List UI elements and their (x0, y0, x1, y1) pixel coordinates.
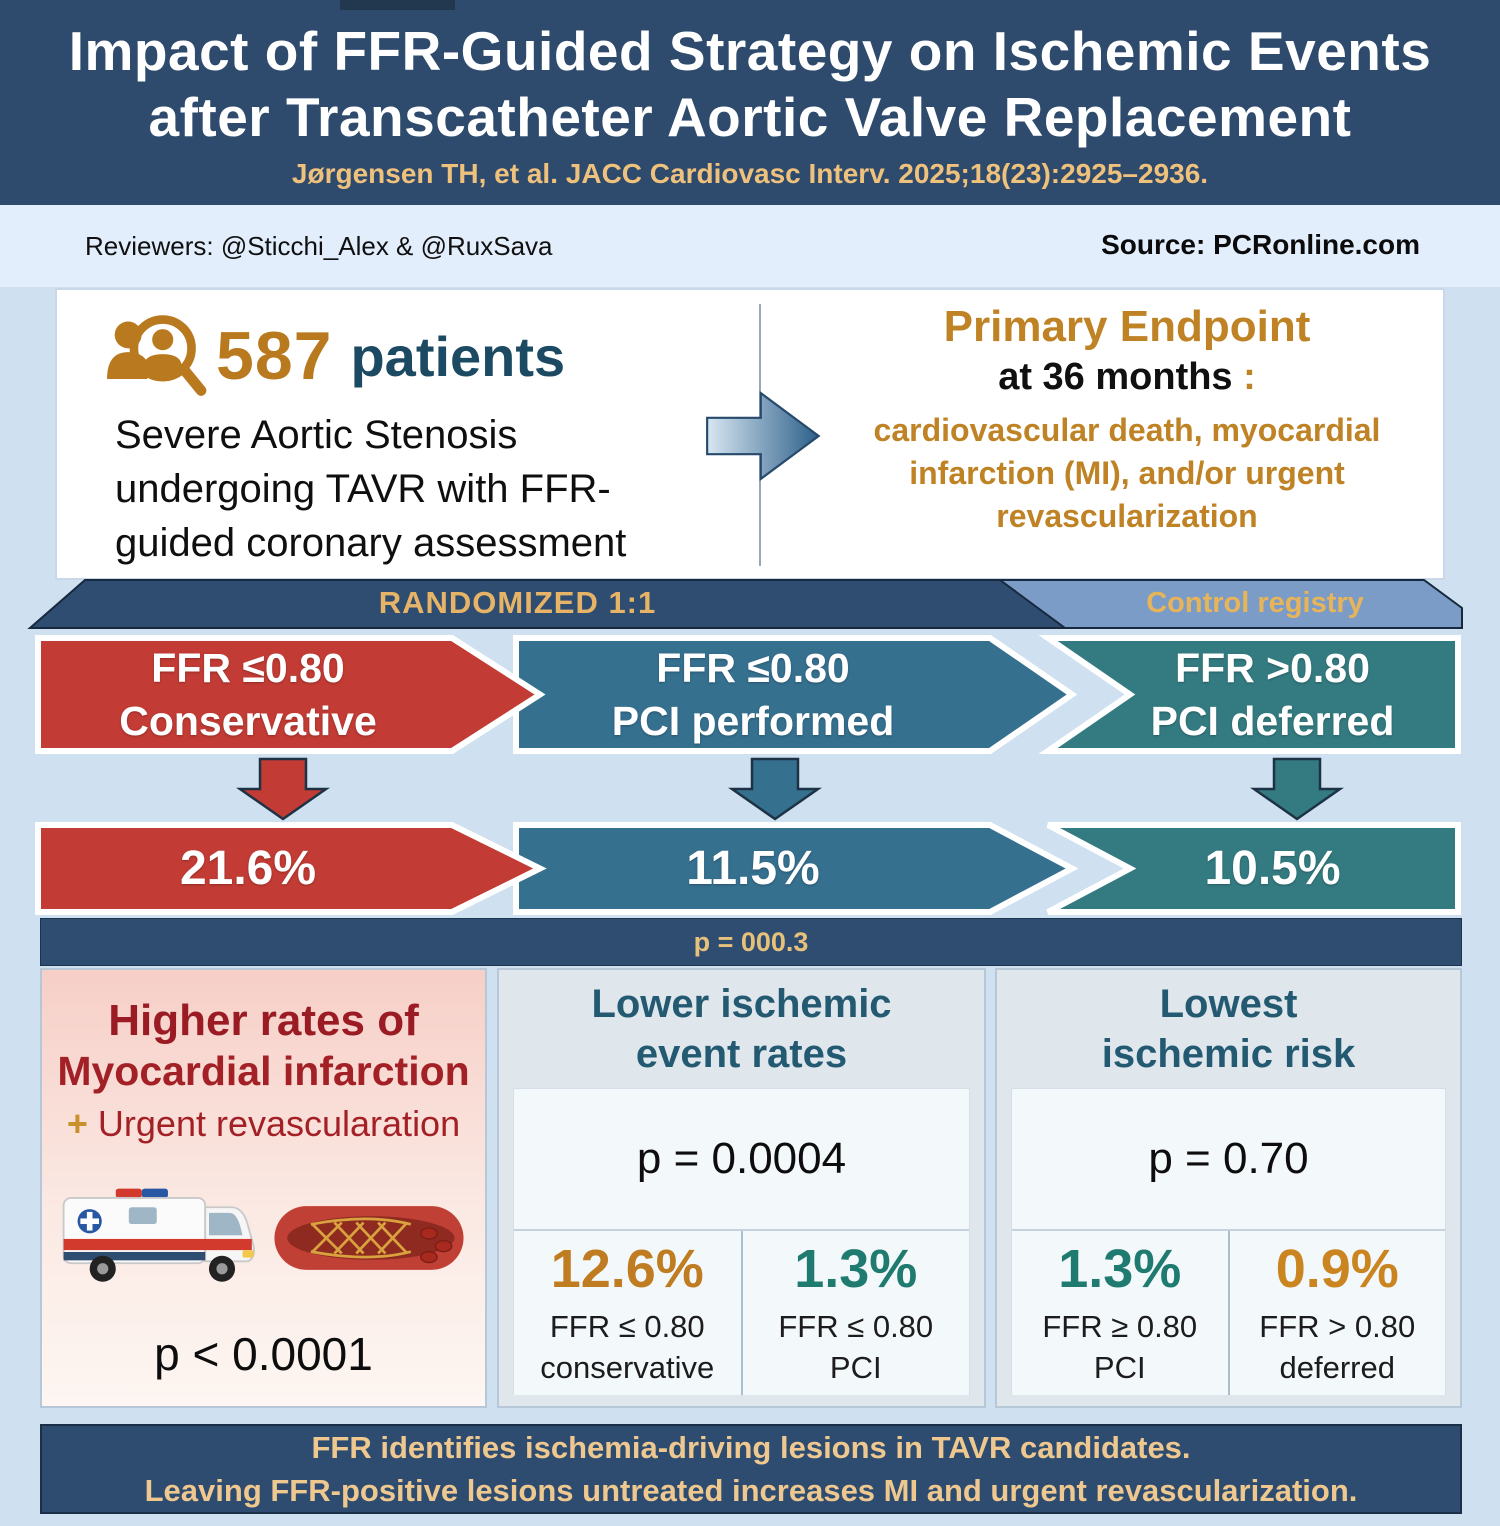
control-registry-label: Control registry (1146, 586, 1364, 619)
event-rate-row: 21.6% 11.5% 10.5% (0, 821, 1500, 916)
endpoint-colon: : (1243, 356, 1256, 398)
panel-body: p = 0.0004 12.6% FFR ≤ 0.80 conservative… (513, 1088, 970, 1395)
panel-title: event rates (635, 1032, 848, 1076)
arm-line: FFR >0.80 (1175, 644, 1370, 691)
patients-count: 587 (216, 318, 333, 394)
top-edge-notch (340, 0, 455, 10)
panel-header: Lower ischemic event rates (499, 970, 984, 1088)
right-arrow-icon (706, 390, 821, 482)
stat-label-line: conservative (540, 1350, 715, 1385)
panel-lower-event-rates: Lower ischemic event rates p = 0.0004 12… (497, 968, 986, 1408)
panel-illustrations (58, 1163, 469, 1313)
stat-label-line: FFR ≤ 0.80 (549, 1309, 705, 1344)
citation: Jørgensen TH, et al. JACC Cardiovasc Int… (291, 158, 1209, 189)
arm-line: FFR ≤0.80 (151, 644, 345, 691)
panel-title: Lowest (1159, 982, 1298, 1026)
stat-value: 12.6% (550, 1239, 704, 1299)
randomization-bar-shapes (27, 579, 1463, 629)
stat-column: 0.9% FFR > 0.80 deferred (1230, 1231, 1446, 1395)
rate-pci-performed: 11.5% (686, 842, 820, 895)
artery-stent-icon (274, 1206, 464, 1270)
header: Impact of FFR-Guided Strategy on Ischemi… (0, 0, 1500, 205)
panel-body: p = 0.70 1.3% FFR ≥ 0.80 PCI 0.9% FFR > … (1011, 1088, 1446, 1395)
stat-column: 12.6% FFR ≤ 0.80 conservative (514, 1231, 743, 1395)
takeaway-line: FFR identifies ischemia-driving lesions … (311, 1430, 1191, 1465)
panel-lowest-risk: Lowest ischemic risk p = 0.70 1.3% FFR ≥… (995, 968, 1462, 1408)
study-description-line: guided coronary assessment (115, 521, 627, 565)
stat-label-line: PCI (1093, 1350, 1146, 1385)
rate-pci-deferred: 10.5% (1204, 842, 1341, 895)
panel-stats: 1.3% FFR ≥ 0.80 PCI 0.9% FFR > 0.80 defe… (1012, 1231, 1445, 1395)
study-description-line: undergoing TAVR with FFR- (115, 467, 611, 511)
study-description: Severe Aortic Stenosis undergoing TAVR w… (115, 408, 626, 570)
arm-pci-performed: FFR ≤0.80 PCI performed (516, 632, 990, 757)
panel-title: Lower ischemic (591, 982, 892, 1026)
stat-value: 1.3% (794, 1239, 918, 1299)
page-title-line2: after Transcatheter Aortic Valve Replace… (148, 86, 1352, 148)
panel-subtitle-text: Urgent revascularation (87, 1103, 461, 1144)
patients-headline: 587 patients (102, 308, 565, 404)
p-value-area: p = 0.0004 (514, 1089, 969, 1231)
primary-endpoint-definition: cardiovascular death, myocardial infarct… (873, 412, 1381, 534)
arm-line: PCI performed (611, 697, 895, 744)
stat-column: 1.3% FFR ≥ 0.80 PCI (1012, 1231, 1230, 1395)
arm-line: FFR ≤0.80 (656, 644, 850, 691)
patients-word: patients (350, 324, 566, 388)
takeaway-banner: FFR identifies ischemia-driving lesions … (40, 1424, 1462, 1514)
primary-endpoint-block: Primary Endpoint at 36 months : cardiova… (817, 302, 1437, 538)
panel-p-value: p = 0.0004 (636, 1134, 847, 1183)
stat-label: FFR > 0.80 deferred (1259, 1306, 1415, 1388)
stat-label: FFR ≤ 0.80 PCI (778, 1306, 933, 1388)
meta-strip: Reviewers: @Sticchi_Alex & @RuxSava Sour… (0, 205, 1500, 287)
rate-conservative: 21.6% (179, 842, 317, 895)
ambulance-icon (62, 1188, 255, 1282)
p-value-area: p = 0.70 (1012, 1089, 1445, 1231)
study-summary-box: 587 patients Severe Aortic Stenosis unde… (55, 288, 1445, 580)
people-search-icon (107, 315, 207, 396)
arm-band-shapes (35, 635, 1461, 754)
endpoint-timepoint-text: at 36 months (998, 356, 1233, 398)
plus-sign: + (66, 1103, 88, 1144)
arm-line: PCI deferred (1150, 697, 1395, 744)
stat-label-line: FFR > 0.80 (1259, 1309, 1416, 1344)
source-label: Source: PCRonline.com (1101, 229, 1420, 260)
panel-higher-rates: Higher rates of Myocardial infarction + … (40, 968, 487, 1408)
down-arrow-icon (236, 757, 1344, 821)
stat-label-line: deferred (1279, 1350, 1395, 1385)
reviewers-label: Reviewers: @Sticchi_Alex & @RuxSava (85, 231, 553, 261)
stat-label-line: FFR ≤ 0.80 (778, 1309, 934, 1344)
randomized-label: RANDOMIZED 1:1 (378, 585, 657, 620)
primary-endpoint-title: Primary Endpoint (943, 302, 1311, 351)
stat-value: 0.9% (1275, 1239, 1399, 1299)
rate-band-shapes (35, 822, 1461, 915)
panel-p-value: p < 0.0001 (154, 1328, 373, 1380)
stat-label-line: FFR ≥ 0.80 (1042, 1309, 1198, 1344)
randomization-row: RANDOMIZED 1:1 Control registry (0, 578, 1500, 630)
panel-title: Myocardial infarction (57, 1048, 470, 1094)
panel-header: Lowest ischemic risk (997, 970, 1460, 1088)
stat-label: FFR ≥ 0.80 PCI (1042, 1306, 1197, 1388)
panel-title: Higher rates of (108, 996, 419, 1045)
page-title-line1: Impact of FFR-Guided Strategy on Ischemi… (68, 20, 1432, 82)
stat-column: 1.3% FFR ≤ 0.80 PCI (743, 1231, 970, 1395)
primary-endpoint-timepoint: at 36 months : (817, 356, 1437, 399)
panel-stats: 12.6% FFR ≤ 0.80 conservative 1.3% FFR ≤… (514, 1231, 969, 1395)
panel-title: ischemic risk (1101, 1032, 1356, 1076)
arm-line: Conservative (119, 697, 377, 744)
arm-pci-deferred: FFR >0.80 PCI deferred (1085, 632, 1460, 757)
panel-subtitle: + Urgent revascularation (67, 1103, 460, 1145)
p-value-bar: p = 000.3 (40, 918, 1462, 966)
p-value-bar-text: p = 000.3 (693, 926, 809, 957)
study-arms-row: FFR ≤0.80 Conservative FFR ≤0.80 PCI per… (0, 632, 1500, 757)
arm-conservative: FFR ≤0.80 Conservative (38, 632, 458, 757)
panel-p-value: p = 0.70 (1148, 1134, 1309, 1183)
stat-value: 1.3% (1058, 1239, 1182, 1299)
stat-label: FFR ≤ 0.80 conservative (540, 1306, 714, 1388)
stat-label-line: PCI (829, 1350, 882, 1385)
takeaway-line: Leaving FFR-positive lesions untreated i… (144, 1473, 1358, 1508)
down-arrows-row (0, 757, 1500, 821)
study-description-line: Severe Aortic Stenosis (115, 413, 518, 457)
